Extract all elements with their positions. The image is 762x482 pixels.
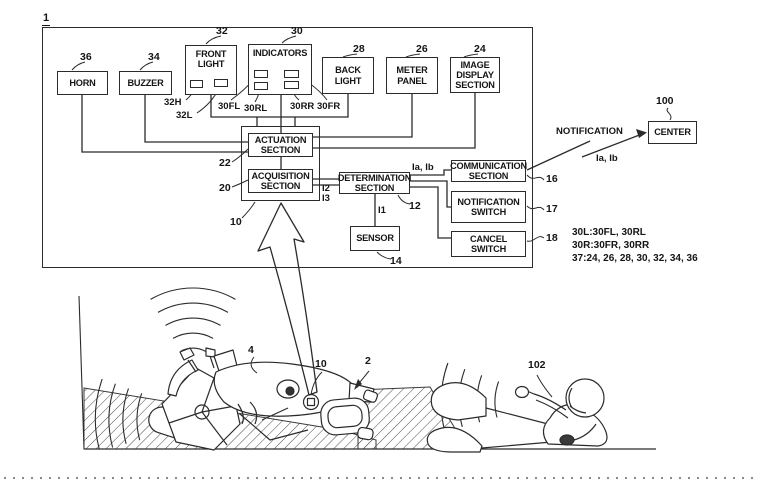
ref-image-display: 24 — [474, 43, 486, 55]
legend-line-2: 30R:30FR, 30RR — [572, 240, 650, 251]
indicator-rl-box — [254, 82, 268, 90]
road-edge-line — [78, 295, 85, 450]
onboard-unit-core — [306, 397, 316, 407]
ref-acquisition: 20 — [219, 182, 231, 194]
rider-drawing — [426, 378, 608, 453]
fuel-cap-center — [285, 386, 295, 396]
signal-i1: I1 — [378, 205, 386, 216]
ref-meter-panel: 26 — [416, 43, 428, 55]
axle-upper — [362, 389, 379, 403]
ref-rider: 102 — [528, 359, 546, 371]
ref-sensor: 14 — [390, 255, 402, 267]
front-light-high-beam-box — [190, 80, 203, 88]
ref-notification-switch: 17 — [546, 203, 558, 215]
rider-glove-raised — [514, 385, 530, 399]
block-center: CENTER — [648, 121, 697, 144]
mirror-right — [205, 347, 216, 369]
onboard-unit — [302, 393, 320, 411]
ref-cancel-switch: 18 — [546, 232, 558, 244]
block-image-display: IMAGE DISPLAY SECTION — [450, 57, 500, 93]
motorcycle-drawing — [148, 347, 379, 451]
figure-number: 1 — [42, 12, 51, 26]
block-communication: COMMUNICATION SECTION — [450, 160, 527, 182]
legend: 30L:30FL, 30RL 30R:30FR, 30RR 37:24, 26,… — [572, 226, 698, 265]
rider-legs — [481, 407, 553, 449]
axle-lower — [357, 426, 374, 441]
ref-motorcycle: 2 — [365, 355, 371, 367]
legend-line-1: 30L:30FL, 30RL — [572, 227, 646, 238]
block-back-light: BACK LIGHT — [322, 57, 374, 94]
ref-front-light: 32 — [216, 25, 228, 37]
block-meter-panel: METER PANEL — [386, 57, 438, 94]
block-notification-switch: NOTIFICATION SWITCH — [451, 191, 526, 223]
wheel-spokes — [168, 377, 236, 446]
ref-actuation: 22 — [219, 157, 231, 169]
rider-leg-upper — [430, 382, 487, 421]
legend-line-3: 37:24, 26, 28, 30, 32, 34, 36 — [572, 253, 698, 264]
block-horn: HORN — [57, 71, 108, 95]
system-frame — [42, 27, 533, 268]
ref-back-light: 28 — [353, 43, 365, 55]
signal-ia-ib: Ia, Ib — [412, 162, 434, 173]
indicator-fr-box — [284, 70, 299, 78]
ref-onboard-unit: 10 — [315, 358, 327, 370]
block-determination: DETERMINATION SECTION — [337, 172, 412, 194]
frame-lines — [239, 407, 309, 441]
ref-front-light-high: 32H — [164, 97, 182, 108]
ref-buzzer: 34 — [148, 51, 160, 63]
signal-flow-arrow — [257, 202, 318, 396]
indicator-fl-box — [254, 70, 268, 78]
block-sensor: SENSOR — [350, 226, 400, 251]
ref-determination: 12 — [409, 200, 421, 212]
rear-rim — [327, 404, 363, 429]
wireless-notification-arrow — [526, 129, 647, 171]
ref-indicator-rl: 30RL — [244, 103, 268, 114]
signal-ia-ib-wireless: Ia, Ib — [596, 153, 618, 164]
ref-motorcycle-body: 4 — [248, 344, 254, 356]
ref-indicator-fl: 30FL — [218, 101, 241, 112]
rider-boot — [426, 426, 483, 453]
notification-label: NOTIFICATION — [556, 126, 623, 137]
signal-i2: I2 — [322, 183, 330, 194]
sound-waves-top — [150, 287, 236, 352]
block-indicators: INDICATORS — [248, 44, 312, 95]
ref-front-light-low: 32L — [176, 110, 193, 121]
rider-support-arm — [573, 423, 597, 441]
ref-center: 100 — [656, 95, 674, 107]
block-acquisition: ACQUISITION SECTION — [248, 169, 313, 193]
ref-horn: 36 — [80, 51, 92, 63]
rider-raised-arm — [526, 390, 569, 419]
front-light-low-beam-box — [214, 79, 228, 87]
ref-communication: 16 — [546, 173, 558, 185]
ref-indicator-fr: 30FR — [317, 101, 341, 112]
control-unit-frame — [241, 126, 320, 201]
ref-control-unit: 10 — [230, 216, 242, 228]
diagram-wires — [81, 93, 476, 239]
signal-i3: I3 — [322, 193, 330, 204]
indicator-rr-box — [284, 81, 299, 89]
block-actuation: ACTUATION SECTION — [248, 133, 313, 157]
rider-glove-ground — [559, 434, 575, 446]
ref-indicator-rr: 30RR — [290, 101, 315, 112]
rider-helmet — [565, 378, 605, 418]
helmet-visor — [568, 387, 587, 414]
front-fender — [167, 359, 199, 397]
sound-waves-left — [94, 378, 143, 449]
block-cancel-switch: CANCEL SWITCH — [451, 231, 526, 257]
block-buzzer: BUZZER — [119, 71, 172, 95]
cables — [237, 401, 258, 425]
ref-indicators: 30 — [291, 25, 303, 37]
